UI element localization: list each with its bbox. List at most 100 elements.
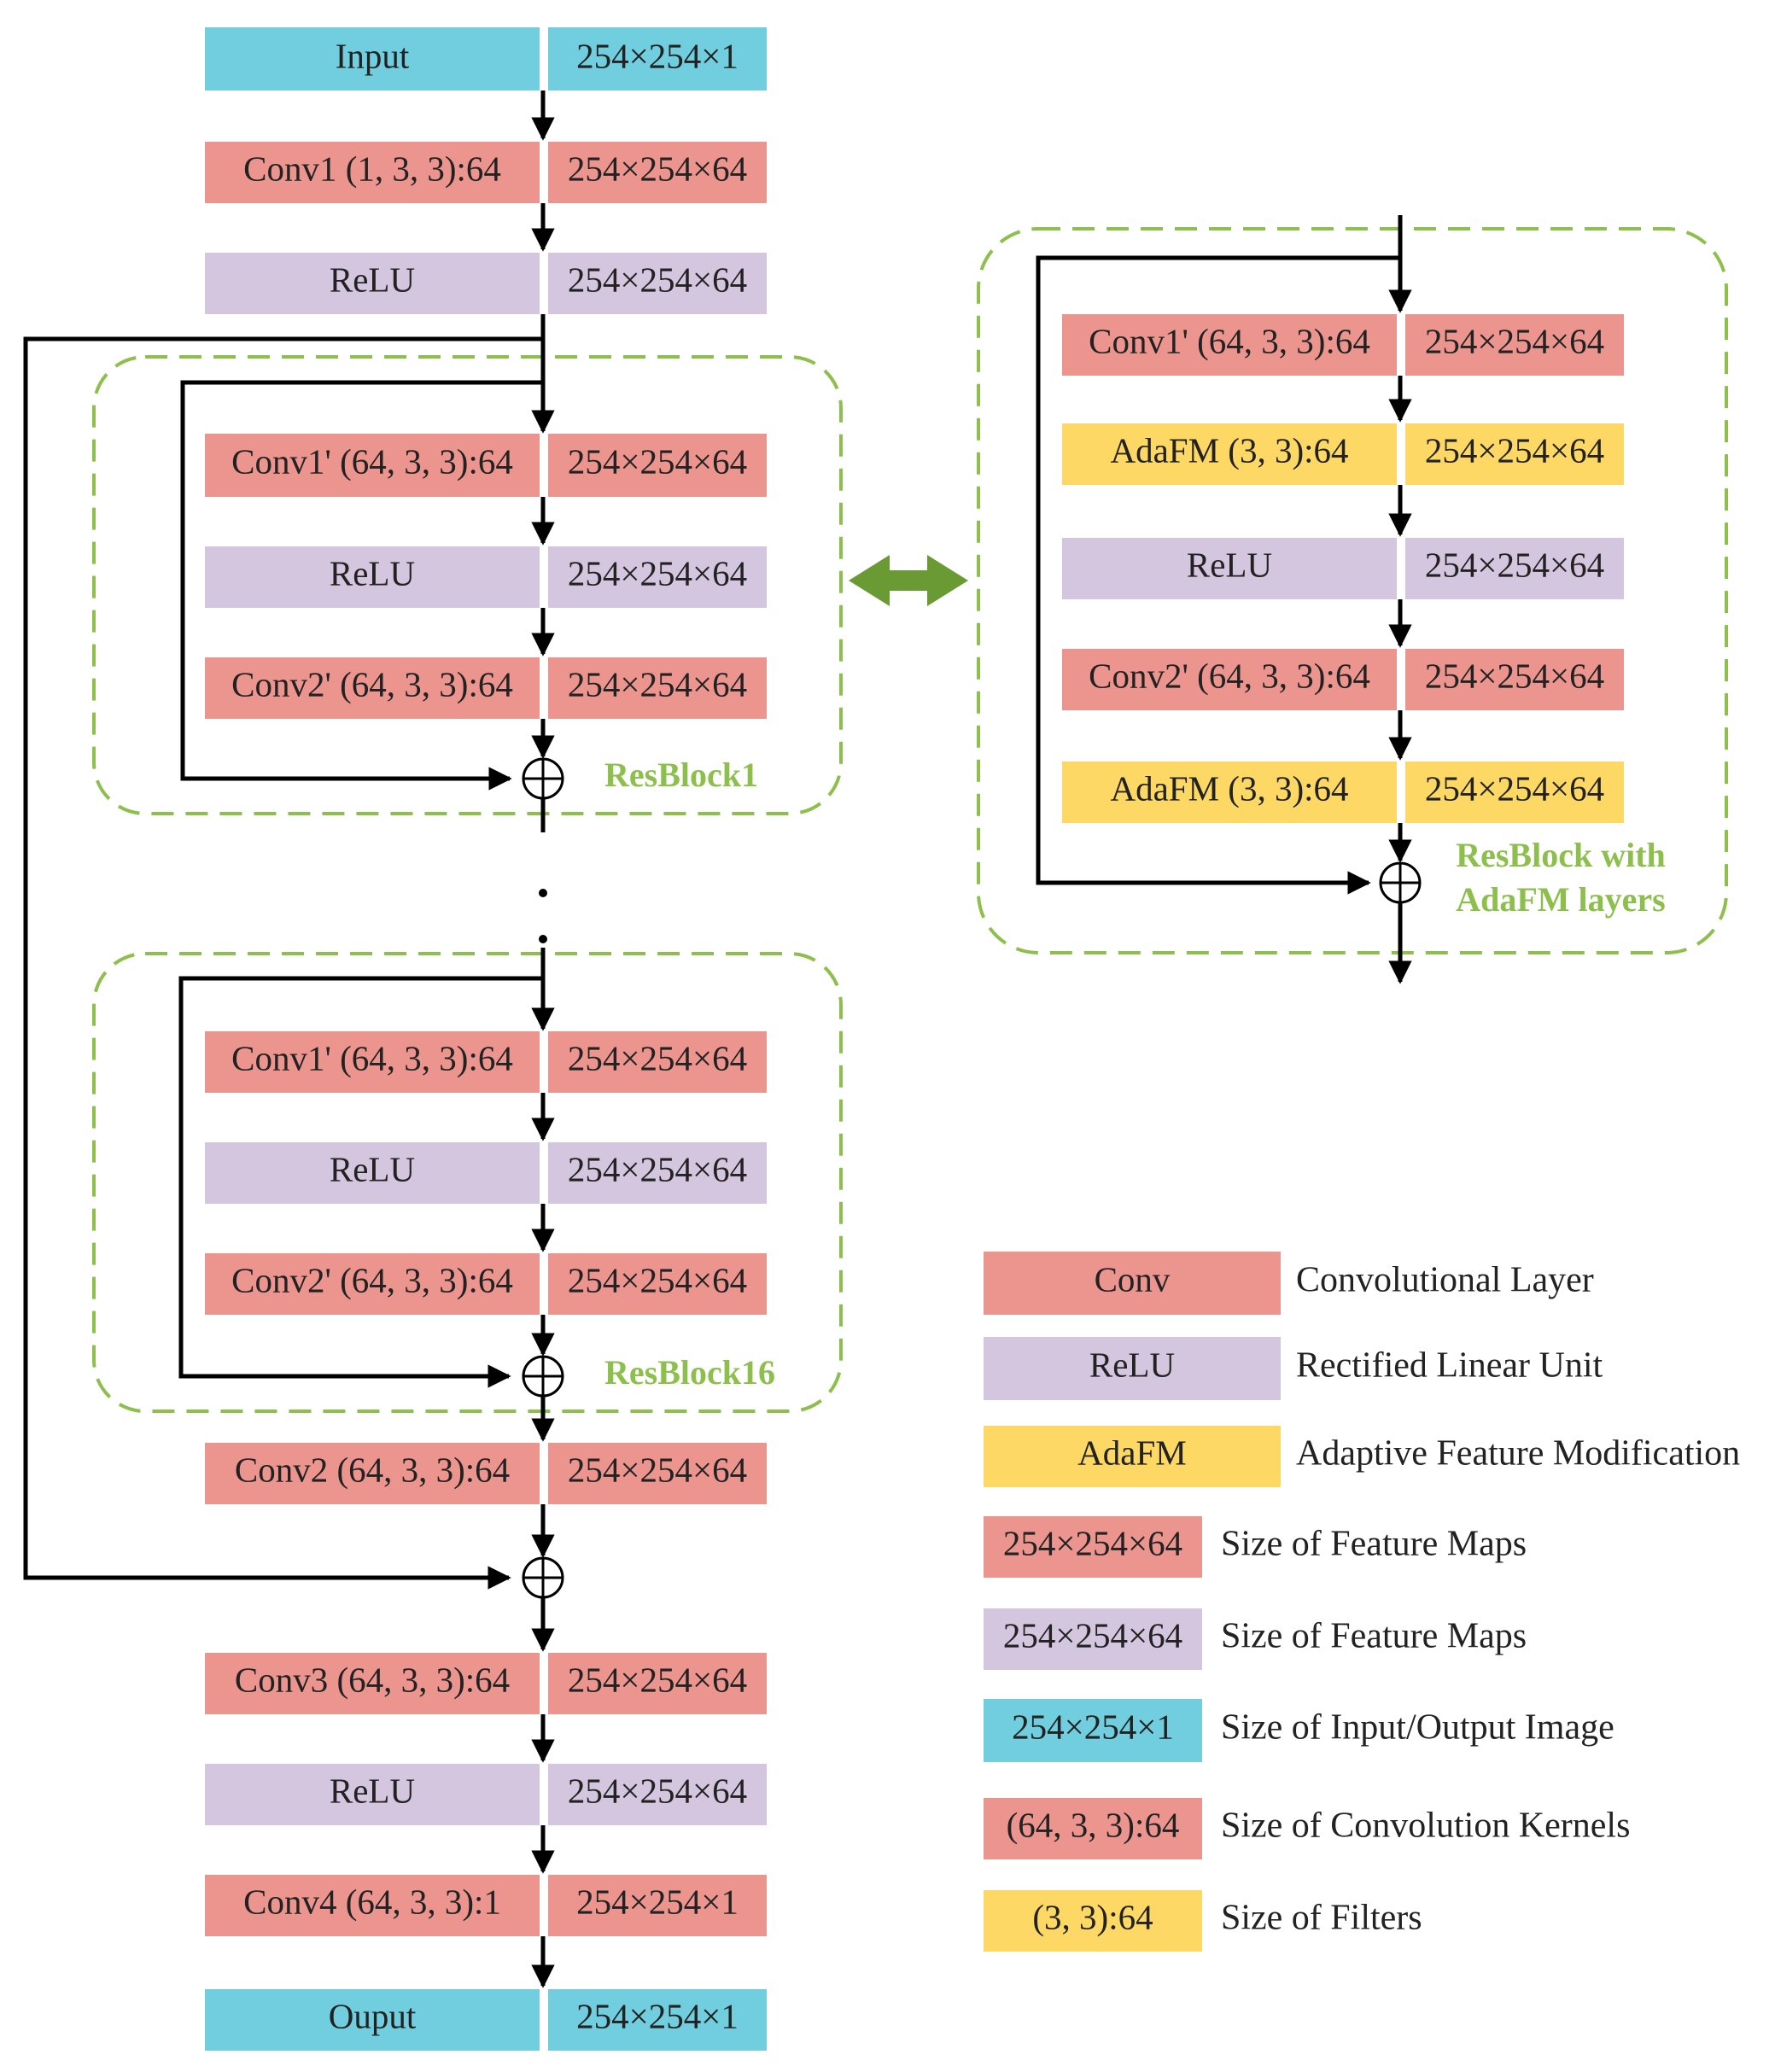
conv1-name-box (205, 142, 540, 203)
output-size: 254×254×1 (576, 1996, 739, 2035)
resblock16-relu-size: 254×254×64 (568, 1149, 747, 1188)
legend-swatch (984, 1890, 1202, 1952)
resblock16-relu-size-box (548, 1142, 767, 1204)
resblock16-skip-connection (178, 976, 543, 1388)
conv2-name-box (205, 1443, 540, 1504)
input-layer: Input 254×254×1 (205, 27, 767, 90)
resblock1-conv1-size-box (548, 434, 767, 497)
resblock1-conv1-name: Conv1' (64, 3, 3):64 (231, 441, 513, 481)
legend-description: Adaptive Feature Modification (1296, 1434, 1740, 1474)
resblock16-conv2-name: Conv2' (64, 3, 3):64 (231, 1260, 513, 1299)
legend-swatch (984, 1798, 1202, 1859)
adafm-conv2-size: 254×254×64 (1425, 656, 1604, 695)
legend-swatch-label: 254×254×64 (1003, 1615, 1182, 1655)
relu3-name-box (205, 1764, 540, 1825)
legend-swatch-label: AdaFM (1077, 1433, 1187, 1472)
conv2-layer: Conv2 (64, 3, 3):64 254×254×64 (205, 1443, 767, 1504)
adafm-relu-size-box (1405, 538, 1624, 599)
adafm-relu-name: ReLU (1187, 545, 1272, 584)
global-sum-icon (522, 1556, 564, 1599)
output-name-box (205, 1989, 540, 2051)
legend-item-image-size: 254×254×1 Size of Input/Output Image (984, 1699, 1614, 1762)
conv4-size: 254×254×1 (576, 1882, 739, 1921)
legend-item-feature-map-size-relu: 254×254×64 Size of Feature Maps (984, 1608, 1527, 1670)
legend-item-feature-map-size-conv: 254×254×64 Size of Feature Maps (984, 1516, 1527, 1578)
adafm-layer1-name: AdaFM (3, 3):64 (1110, 430, 1348, 470)
conv3-size-box (548, 1653, 767, 1714)
legend-swatch-label: 254×254×1 (1012, 1707, 1174, 1746)
conv3-name: Conv3 (64, 3, 3):64 (235, 1660, 510, 1699)
relu3-size: 254×254×64 (568, 1771, 747, 1810)
global-skip-connection (23, 314, 546, 1590)
legend-item-filter-size: (3, 3):64 Size of Filters (984, 1890, 1422, 1952)
legend-description: Size of Convolution Kernels (1221, 1806, 1630, 1846)
resblock1-relu-size-box (548, 546, 767, 608)
resblock16-conv2-size-box (548, 1253, 767, 1315)
resblock1-relu-name: ReLU (330, 553, 415, 592)
legend-description: Size of Feature Maps (1221, 1525, 1527, 1564)
adafm-layer1-name-box (1062, 423, 1397, 485)
adafm-layer2-size: 254×254×64 (1425, 768, 1604, 808)
legend-description: Size of Input/Output Image (1221, 1708, 1614, 1748)
adafm-conv2-name-box (1062, 649, 1397, 710)
legend-swatch-label: ReLU (1089, 1345, 1175, 1384)
adafm-layer2-name: AdaFM (3, 3):64 (1110, 768, 1348, 808)
adafm-resblock-label-line2: AdaFM layers (1456, 880, 1666, 919)
input-name-box (205, 27, 540, 90)
conv4-layer: Conv4 (64, 3, 3):1 254×254×1 (205, 1875, 767, 1936)
resblock16-conv1-size-box (548, 1031, 767, 1093)
legend-description: Size of Feature Maps (1221, 1617, 1527, 1656)
relu1-layer: ReLU 254×254×64 (205, 253, 767, 314)
legend-item-conv: Conv Convolutional Layer (984, 1252, 1594, 1315)
adafm-resblock-label-line1: ResBlock with (1456, 836, 1666, 874)
conv1-size-box (548, 142, 767, 203)
resblock1-relu-size: 254×254×64 (568, 553, 747, 592)
ellipsis-dot (539, 889, 547, 897)
legend-swatch-label: Conv (1095, 1259, 1171, 1299)
relu1-name: ReLU (330, 260, 415, 299)
input-name: Input (336, 36, 410, 75)
adafm-layer1-size: 254×254×64 (1425, 430, 1604, 470)
adafm-layer2-size-box (1405, 762, 1624, 823)
adafm-conv2-size-box (1405, 649, 1624, 710)
legend-swatch (984, 1337, 1281, 1400)
output-layer: Ouput 254×254×1 (205, 1989, 767, 2051)
legend-description: Size of Filters (1221, 1899, 1422, 1938)
adafm-conv1-name: Conv1' (64, 3, 3):64 (1089, 321, 1370, 360)
relu3-layer: ReLU 254×254×64 (205, 1764, 767, 1825)
adafm-sum-icon (1379, 861, 1422, 904)
resblock16-conv1-name-box (205, 1031, 540, 1093)
resblock1-conv1-size: 254×254×64 (568, 441, 747, 481)
output-name: Ouput (329, 1996, 417, 2035)
legend-swatch-label: (3, 3):64 (1032, 1897, 1153, 1936)
ellipsis-dot (539, 935, 547, 943)
resblock16-label: ResBlock16 (604, 1353, 775, 1392)
adafm-relu-name-box (1062, 538, 1397, 599)
legend-description: Convolutional Layer (1296, 1261, 1594, 1300)
main-pipeline: Input 254×254×1 Conv1 (1, 3, 3):64 254×2… (23, 27, 843, 2051)
conv2-name: Conv2 (64, 3, 3):64 (235, 1450, 510, 1489)
resblock1-skip-connection (180, 380, 543, 791)
equivalence-double-arrow-icon (849, 555, 968, 606)
conv4-size-box (548, 1875, 767, 1936)
adafm-resblock: Conv1' (64, 3, 3):64 254×254×64 AdaFM (3… (977, 215, 1728, 984)
conv1-name: Conv1 (1, 3, 3):64 (243, 149, 501, 188)
adafm-conv2-name: Conv2' (64, 3, 3):64 (1089, 656, 1370, 695)
conv4-name: Conv4 (64, 3, 3):1 (243, 1882, 501, 1921)
legend-swatch (984, 1252, 1281, 1315)
adafm-resblock-border (977, 227, 1728, 954)
relu3-size-box (548, 1764, 767, 1825)
legend-swatch (984, 1516, 1202, 1578)
legend: Conv Convolutional Layer ReLU Rectified … (984, 1252, 1740, 1952)
adafm-relu-size: 254×254×64 (1425, 545, 1604, 584)
legend-swatch (984, 1608, 1202, 1670)
conv4-name-box (205, 1875, 540, 1936)
adafm-conv1-size: 254×254×64 (1425, 321, 1604, 360)
input-size: 254×254×1 (576, 36, 739, 75)
resblock1-conv2-size-box (548, 657, 767, 719)
resblock1-border (92, 355, 843, 815)
resblock16-conv2-name-box (205, 1253, 540, 1315)
conv3-name-box (205, 1653, 540, 1714)
conv1-size: 254×254×64 (568, 149, 747, 188)
resblock16-conv1-name: Conv1' (64, 3, 3):64 (231, 1038, 513, 1077)
